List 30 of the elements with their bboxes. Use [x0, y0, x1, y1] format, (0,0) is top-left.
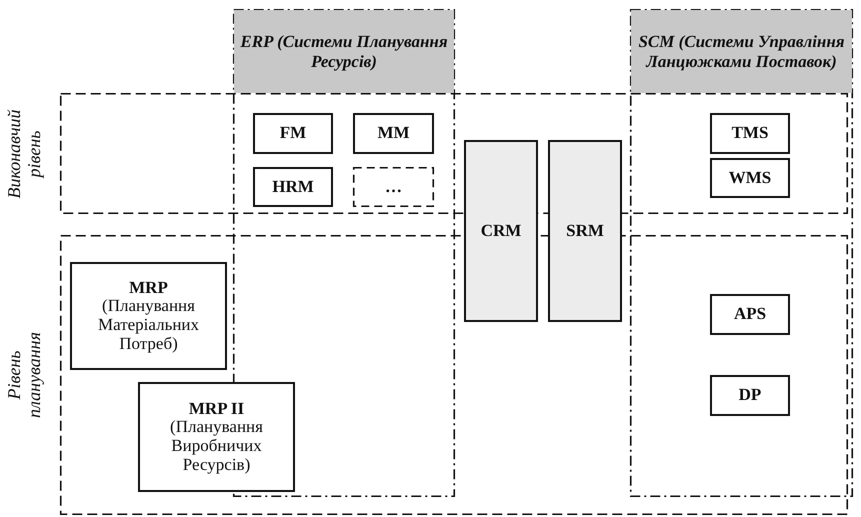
column-header: ERP (Системи Планування Ресурсів): [234, 10, 454, 93]
module-description: (Планування Матеріальних Потреб): [96, 297, 200, 354]
level-label: Рівень планування: [5, 331, 45, 420]
module-box: [710, 375, 790, 416]
level-label: Виконавчий рівень: [5, 108, 45, 200]
module-label: MM: [377, 124, 410, 143]
column-header: SCM (Системи Управління Ланцюжками Поставок): [631, 10, 852, 93]
module-label: APS: [734, 305, 766, 324]
module-box: [710, 294, 790, 335]
module-label: DP: [738, 386, 762, 405]
module-label: WMS: [728, 168, 772, 188]
module-label: HRM: [272, 178, 314, 196]
module-box: [138, 382, 295, 492]
module-box: [710, 113, 790, 154]
module-description: (Планування Виробничих Ресурсів): [169, 418, 264, 474]
module-box: [70, 262, 227, 370]
module-box: [353, 113, 434, 154]
module-label: …: [385, 178, 402, 196]
module-label: FM: [280, 124, 306, 143]
module-label: TMS: [732, 124, 768, 143]
module-box: [548, 140, 622, 322]
module-box: [253, 113, 333, 154]
module-box: [464, 140, 538, 322]
placeholder-box: [353, 167, 434, 207]
module-box: [253, 167, 333, 207]
module-label: MRP: [129, 278, 168, 298]
module-label: CRM: [480, 222, 522, 240]
module-label: MRP II: [188, 400, 244, 418]
module-label: SRM: [566, 222, 604, 240]
module-box: [710, 158, 790, 198]
